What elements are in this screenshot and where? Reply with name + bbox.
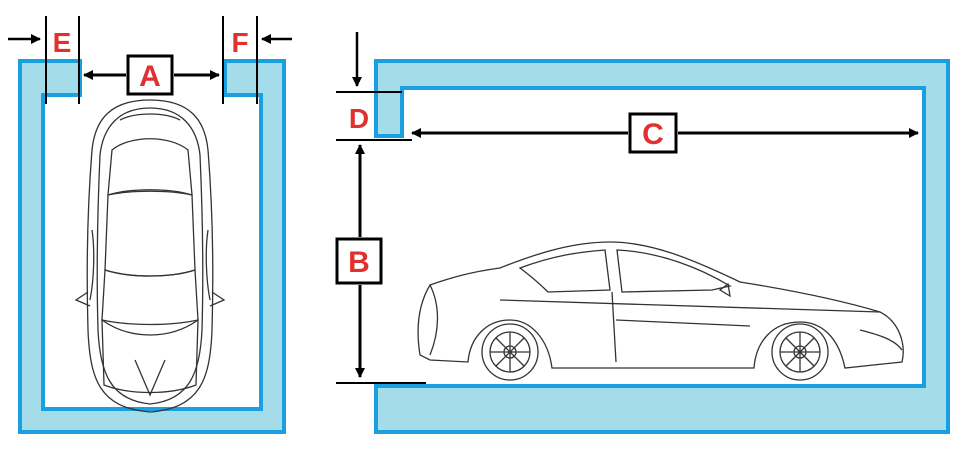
label-e: E: [53, 27, 72, 58]
label-a: A: [139, 60, 161, 93]
dimension-f: F: [222, 16, 292, 104]
top-view-garage: [18, 59, 286, 434]
dimension-d: D: [336, 32, 412, 141]
label-c: C: [642, 118, 664, 151]
label-f: F: [231, 27, 248, 58]
dimension-e: E: [8, 16, 80, 104]
dimension-a: A: [83, 54, 220, 96]
label-b: B: [348, 246, 370, 279]
dimension-c: C: [411, 112, 919, 154]
car-side-view: [417, 241, 904, 381]
label-d: D: [349, 103, 369, 134]
car-top-view: [74, 99, 226, 413]
dimension-b: B: [335, 144, 426, 384]
side-view-wall: [374, 59, 950, 434]
side-view-garage: [374, 59, 950, 434]
top-view-wall: [18, 59, 286, 434]
